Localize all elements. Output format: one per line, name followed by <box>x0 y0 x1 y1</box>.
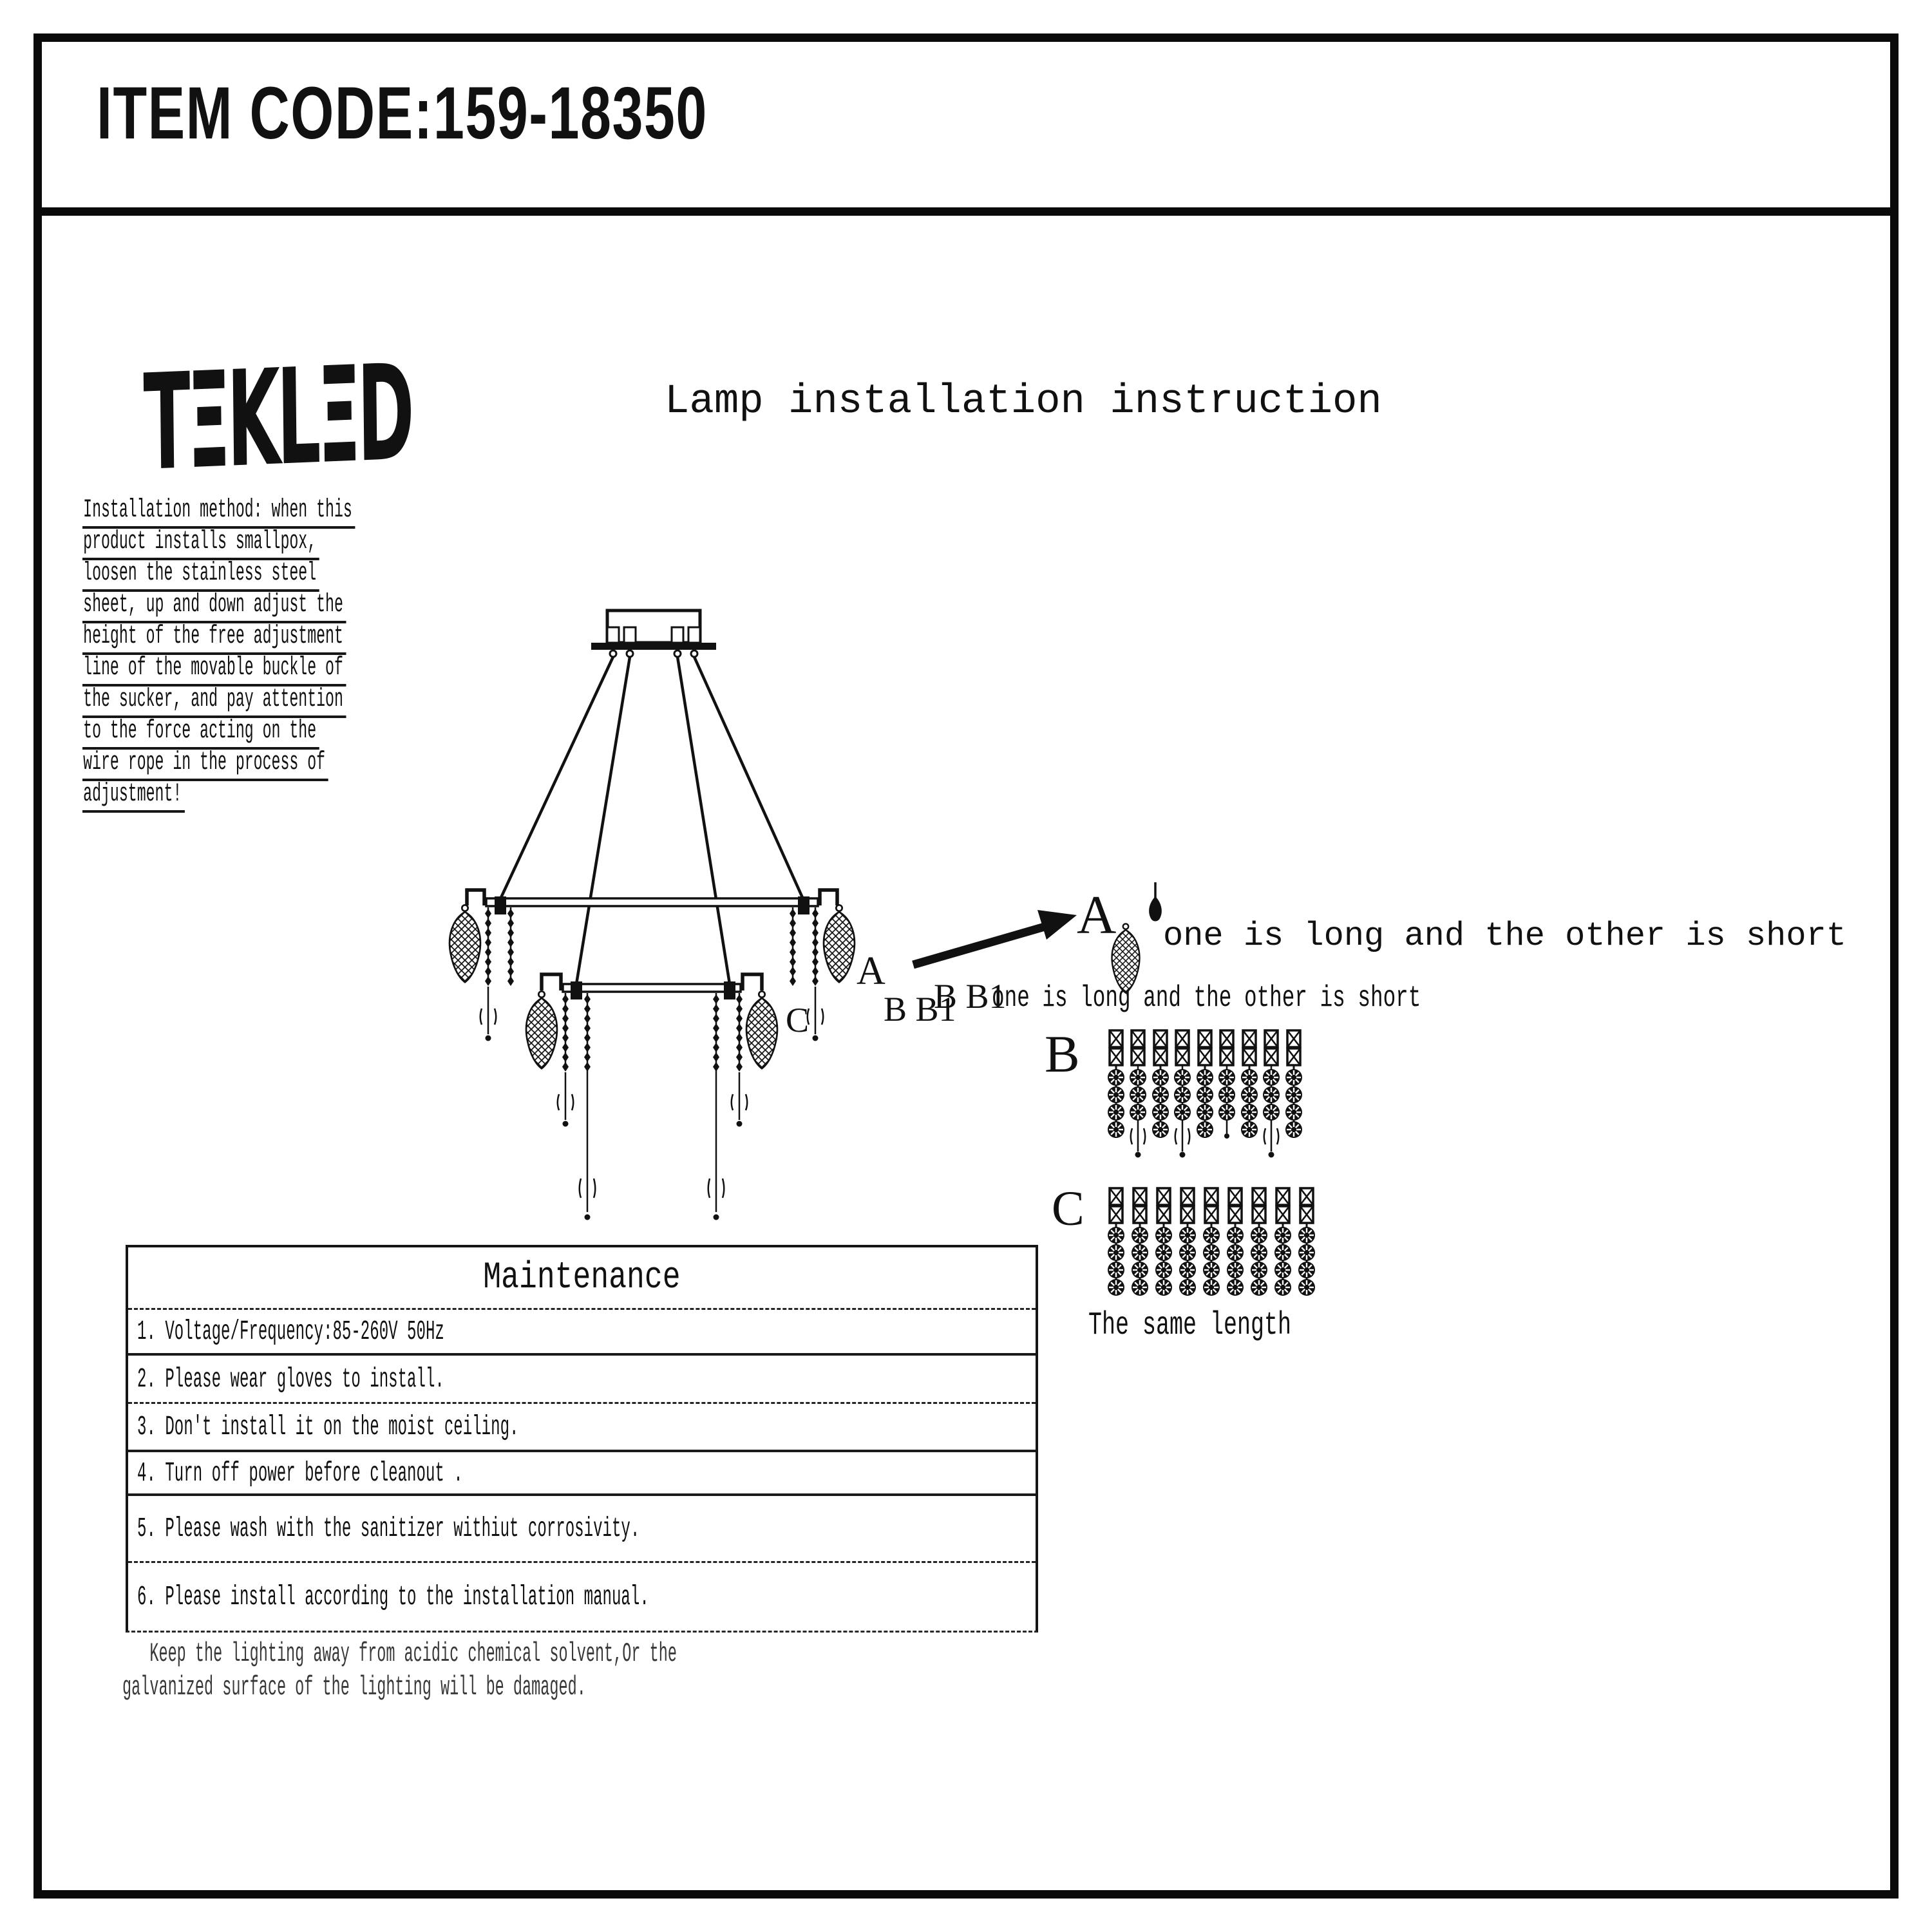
note-line: product installs smallpox, <box>82 529 553 560</box>
note-line: wire rope in the process of <box>82 750 553 781</box>
note-line: Installation method: when this <box>82 497 553 529</box>
installation-note: Installation method: when this product i… <box>82 497 553 813</box>
suspension-cables <box>498 656 806 985</box>
note-line: loosen the stainless steel <box>82 560 553 592</box>
table-row: 5. Please wash with the sanitizer withiu… <box>128 1493 1036 1561</box>
drop-pendant-icon <box>1149 882 1162 922</box>
note-line: line of the movable buckle of <box>82 655 553 687</box>
same-length-caption: The same length <box>1088 1307 1292 1344</box>
diagram-label-a: A <box>857 949 886 993</box>
row-b-strands <box>1108 1030 1302 1158</box>
footer-warning-line: galvanized surface of the lighting will … <box>122 1672 586 1703</box>
note-line: to the force acting on the <box>82 718 553 750</box>
table-row: 1. Voltage/Frequency:85-260V 50Hz <box>128 1308 1036 1353</box>
diagram-label-c: C <box>786 1001 809 1039</box>
note-line: height of the free adjustment <box>82 623 553 655</box>
table-row: 6. Please install according to the insta… <box>128 1561 1036 1631</box>
table-row: 2. Please wear gloves to install. <box>128 1353 1036 1402</box>
note-line: sheet, up and down adjust the <box>82 592 553 623</box>
footer-warning-line: Keep the lighting away from acidic chemi… <box>122 1638 677 1669</box>
maintenance-title: Maintenance <box>483 1256 681 1299</box>
annotation-bb1-label: B B1 <box>934 977 1007 1016</box>
item-code: ITEM CODE:159-18350 <box>97 72 708 155</box>
annotation-a-text: one is long and the other is short <box>1163 917 1846 955</box>
table-row: 4. Turn off power before cleanout . <box>128 1450 1036 1493</box>
long-threads <box>578 1070 725 1220</box>
note-line: the sucker, and pay attention <box>82 687 553 718</box>
diagram-label-bb1: B B1 <box>884 990 956 1028</box>
page-border <box>33 33 1899 1899</box>
maintenance-table: Maintenance 1. Voltage/Frequency:85-260V… <box>126 1245 1038 1633</box>
note-line: adjustment! <box>82 781 553 813</box>
crystal-lamp <box>822 904 856 983</box>
upper-tier <box>448 888 856 1042</box>
crystal-lamp <box>525 990 558 1070</box>
crystal-lamp <box>745 990 779 1070</box>
row-c-letter: C <box>1052 1182 1084 1236</box>
annotation-bb1-text: one is long and the other is short <box>992 981 1421 1015</box>
header-divider <box>33 207 1899 216</box>
row-b-letter: B <box>1045 1025 1080 1083</box>
page-title: Lamp installation instruction <box>665 379 1382 425</box>
annotation-a-letter: A <box>1077 885 1116 945</box>
ceiling-mount <box>591 609 716 658</box>
lower-tier <box>525 972 779 1220</box>
table-row: 3. Don't install it on the moist ceiling… <box>128 1402 1036 1450</box>
row-c-strands <box>1108 1188 1315 1296</box>
crystal-lamp <box>448 904 482 983</box>
arrow-icon <box>912 910 1077 969</box>
